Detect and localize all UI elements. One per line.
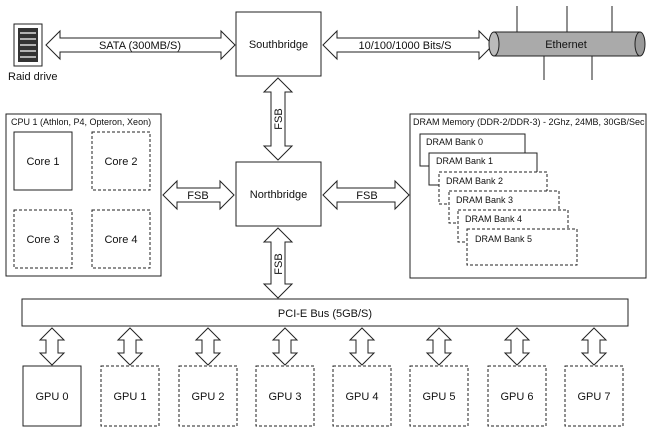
dram-bank-4-label: DRAM Bank 4	[465, 214, 522, 224]
gpu-5-box	[409, 365, 469, 427]
gpu-1-arrow	[116, 327, 144, 366]
ethernet-label: Ethernet	[545, 39, 587, 51]
northbridge-label: Northbridge	[250, 189, 307, 201]
core-1-label: Core 1	[26, 156, 59, 168]
gpu-5-arrow	[425, 327, 453, 366]
dram-bank-5-label: DRAM Bank 5	[475, 234, 532, 244]
gpu-4-arrow	[348, 327, 376, 366]
fsb-bottom-arrow	[262, 227, 294, 299]
fsb-bottom-label: FSB	[273, 253, 285, 274]
pcie-bus-label: PCI-E Bus (5GB/S)	[278, 308, 372, 320]
fsb-right-arrow	[322, 179, 410, 211]
dram-bank-3-label: DRAM Bank 3	[456, 195, 513, 205]
core-2-box	[91, 131, 151, 191]
core-3-label: Core 3	[26, 234, 59, 246]
sata-arrow	[45, 29, 236, 61]
northbridge-box	[235, 161, 322, 227]
gpu-2-arrow	[194, 327, 222, 366]
fsb-right-label: FSB	[356, 190, 377, 202]
fsb-top-arrow	[262, 77, 294, 161]
gpu-3-label: GPU 3	[268, 391, 301, 403]
gpu-7-label: GPU 7	[577, 391, 610, 403]
raid-drive-label: Raid drive	[8, 71, 58, 83]
gpu-0-box	[22, 365, 82, 427]
gpu-arrows	[38, 327, 608, 366]
southbridge-label: Southbridge	[249, 39, 308, 51]
core-2-label: Core 2	[104, 156, 137, 168]
dram-bank-2-label: DRAM Bank 2	[446, 176, 503, 186]
gpu-6-box	[487, 365, 547, 427]
pcie-bus-box	[21, 298, 629, 327]
gpu-1-box	[100, 365, 160, 427]
fsb-left-label: FSB	[187, 190, 208, 202]
dram-bank-1-label: DRAM Bank 1	[436, 156, 493, 166]
cpu-title: CPU 1 (Athlon, P4, Opteron, Xeon)	[11, 117, 151, 127]
core-4-label: Core 4	[104, 234, 137, 246]
core-3-box	[13, 209, 73, 269]
gpu-3-arrow	[271, 327, 299, 366]
gpu-2-box	[178, 365, 238, 427]
fsb-top-label: FSB	[273, 108, 285, 129]
gpu-6-arrow	[503, 327, 531, 366]
dram-bank-5-box	[466, 228, 578, 266]
ethernet-speed-label: 10/100/1000 Bits/S	[359, 40, 452, 52]
gpu-1-label: GPU 1	[113, 391, 146, 403]
gpu-4-label: GPU 4	[345, 391, 378, 403]
gpu-7-arrow	[580, 327, 608, 366]
southbridge-box	[235, 11, 322, 77]
core-1-box	[13, 131, 73, 191]
sata-label: SATA (300MB/S)	[99, 40, 181, 52]
gpu-7-box	[564, 365, 624, 427]
ethernet-cable-icon	[488, 6, 646, 80]
fsb-left-arrow	[162, 179, 235, 211]
gpu-3-box	[255, 365, 315, 427]
dram-bank-0-label: DRAM Bank 0	[426, 137, 483, 147]
dram-title: DRAM Memory (DDR-2/DDR-3) - 2Ghz, 24MB, …	[413, 117, 645, 127]
gpu-4-box	[332, 365, 392, 427]
core-4-box	[91, 209, 151, 269]
raid-drive-icon	[13, 23, 43, 67]
gpu-0-label: GPU 0	[35, 391, 68, 403]
gpu-5-label: GPU 5	[422, 391, 455, 403]
gpu-6-label: GPU 6	[500, 391, 533, 403]
gpu-0-arrow	[38, 327, 66, 366]
gpu-2-label: GPU 2	[191, 391, 224, 403]
